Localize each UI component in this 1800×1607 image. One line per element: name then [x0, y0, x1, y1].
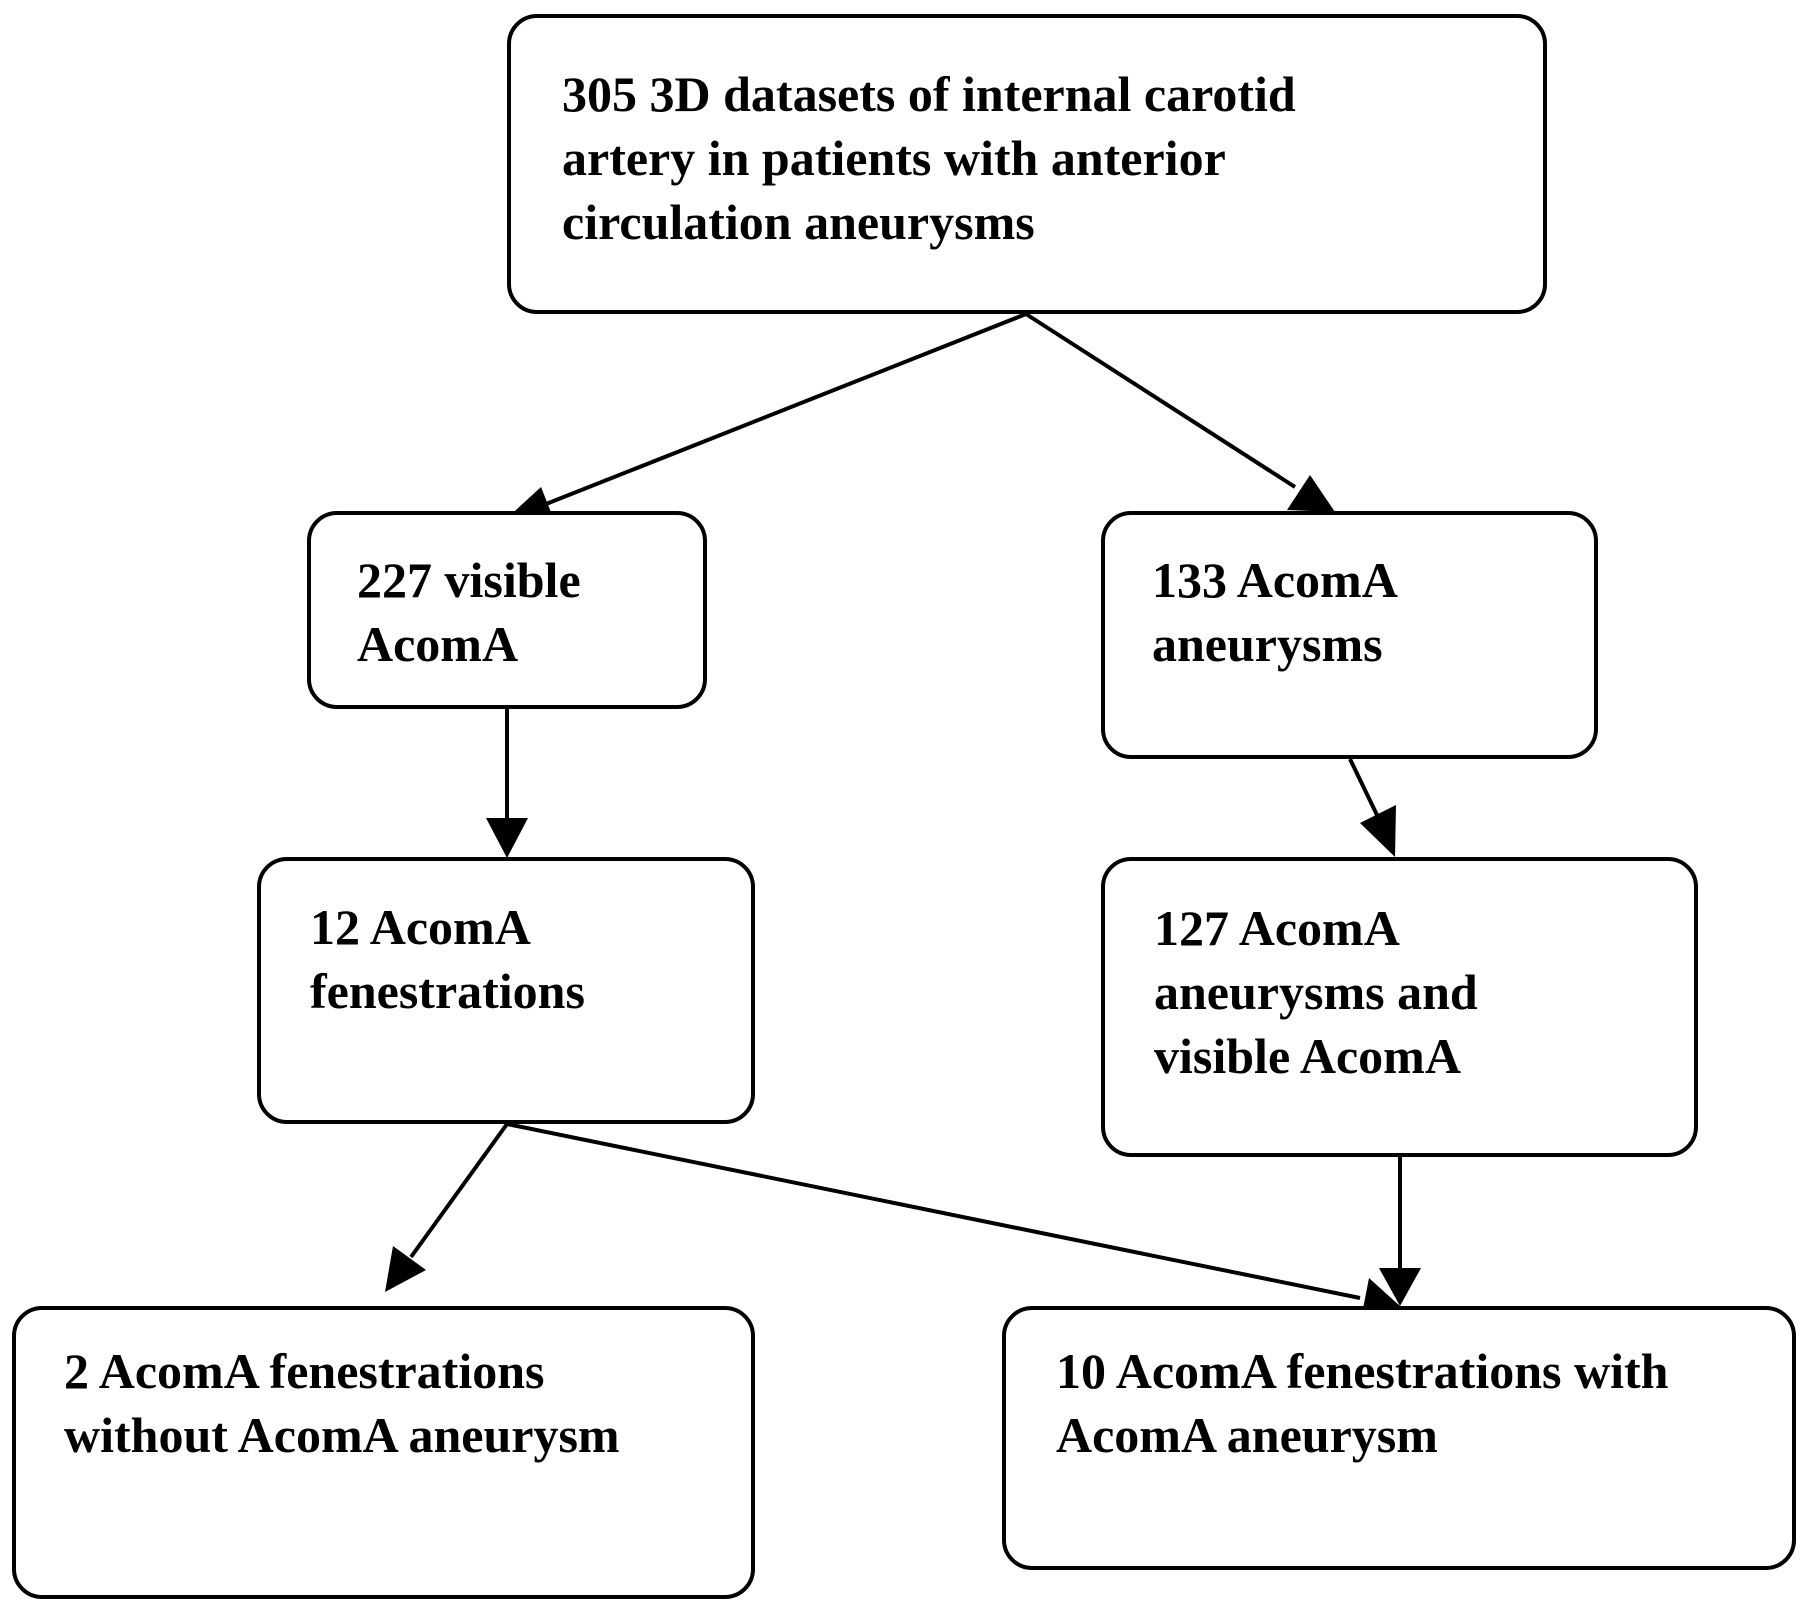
node-fenestrations-with-aneurysm-label: 10 AcomA fenestrations with AcomA aneury…: [1056, 1343, 1669, 1463]
arrow-datasets-to-visible-acoma: [505, 312, 1027, 525]
arrow-visible-acoma-to-fenestrations: [486, 709, 528, 858]
node-acoma-fenestrations-label: 12 AcomA fenestrations: [310, 899, 585, 1019]
arrow-aneurysms-and-visible-to-with-aneurysm: [1379, 1157, 1421, 1306]
node-datasets: 305 3D datasets of internal carotid arte…: [507, 14, 1547, 314]
node-fenestrations-with-aneurysm: 10 AcomA fenestrations with AcomA aneury…: [1002, 1306, 1796, 1570]
node-acoma-aneurysms: 133 AcomA aneurysms: [1101, 511, 1598, 759]
node-visible-acoma: 227 visible AcomA: [307, 511, 707, 709]
arrow-fenestrations-to-without-aneurysm: [385, 1122, 509, 1292]
node-aneurysms-and-visible-label: 127 AcomA aneurysms and visible AcomA: [1154, 900, 1478, 1084]
node-acoma-fenestrations: 12 AcomA fenestrations: [257, 857, 755, 1124]
node-fenestrations-without-aneurysm: 2 AcomA fenestrations without AcomA aneu…: [12, 1306, 755, 1599]
node-visible-acoma-label: 227 visible AcomA: [357, 552, 581, 672]
node-datasets-label: 305 3D datasets of internal carotid arte…: [562, 66, 1296, 250]
node-acoma-aneurysms-label: 133 AcomA aneurysms: [1152, 552, 1398, 672]
arrow-acoma-aneurysms-to-aneurysms-and-visible: [1348, 758, 1396, 857]
arrow-datasets-to-acoma-aneurysms: [1024, 312, 1335, 512]
node-aneurysms-and-visible: 127 AcomA aneurysms and visible AcomA: [1101, 857, 1698, 1157]
node-fenestrations-without-aneurysm-label: 2 AcomA fenestrations without AcomA aneu…: [64, 1343, 620, 1463]
